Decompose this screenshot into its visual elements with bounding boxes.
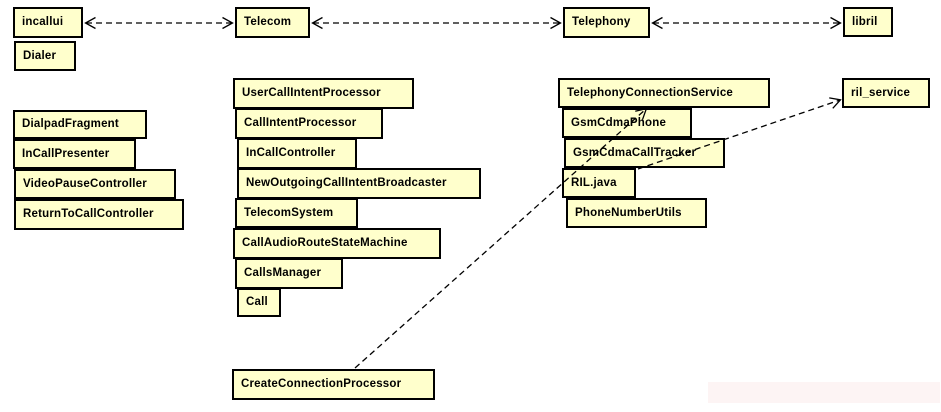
node-user-call-intent-processor[interactable]: UserCallIntentProcessor [233, 78, 414, 109]
node-label: Telecom [244, 16, 292, 28]
node-label: CallsManager [244, 267, 322, 279]
node-label: GsmCdmaPhone [571, 116, 667, 129]
node-gsm-cdma-phone[interactable]: GsmCdmaPhone [562, 108, 692, 138]
node-incallui[interactable]: incallui [13, 7, 83, 38]
node-label: CreateConnectionProcessor [241, 378, 402, 390]
node-calls-manager[interactable]: CallsManager [235, 258, 343, 289]
node-label: Call [246, 296, 268, 308]
node-label: GsmCdmaCallTracker [573, 146, 697, 159]
node-label: DialpadFragment [22, 118, 119, 130]
node-telecom-system[interactable]: TelecomSystem [235, 198, 358, 228]
node-ril-service[interactable]: ril_service [842, 78, 930, 108]
node-create-connection-processor[interactable]: CreateConnectionProcessor [232, 369, 435, 400]
node-label: NewOutgoingCallIntentBroadcaster [246, 177, 447, 189]
node-telephony[interactable]: Telephony [563, 7, 650, 38]
node-label: incallui [22, 16, 64, 28]
node-new-outgoing-call-intent-broadcaster[interactable]: NewOutgoingCallIntentBroadcaster [237, 168, 481, 199]
node-label: InCallPresenter [22, 147, 110, 160]
node-label: UserCallIntentProcessor [242, 87, 381, 99]
node-telecom[interactable]: Telecom [235, 7, 310, 38]
node-label: CallIntentProcessor [244, 117, 357, 129]
node-label: VideoPauseController [23, 177, 147, 190]
node-telephony-connection-service[interactable]: TelephonyConnectionService [558, 78, 770, 108]
node-call[interactable]: Call [237, 288, 281, 317]
node-label: CallAudioRouteStateMachine [242, 237, 408, 249]
watermark-area [708, 382, 940, 403]
node-incall-controller[interactable]: InCallController [237, 138, 357, 169]
node-dialer[interactable]: Dialer [14, 41, 76, 71]
node-label: Telephony [572, 16, 631, 28]
node-label: PhoneNumberUtils [575, 206, 682, 219]
node-label: ReturnToCallController [23, 208, 154, 220]
node-incall-presenter[interactable]: InCallPresenter [13, 139, 136, 169]
node-label: TelephonyConnectionService [567, 86, 734, 99]
node-label: InCallController [246, 147, 336, 159]
node-ril-java[interactable]: RIL.java [562, 168, 636, 198]
node-dialpad-fragment[interactable]: DialpadFragment [13, 110, 147, 139]
node-call-audio-route-state-machine[interactable]: CallAudioRouteStateMachine [233, 228, 441, 259]
node-call-intent-processor[interactable]: CallIntentProcessor [235, 108, 383, 139]
node-phone-number-utils[interactable]: PhoneNumberUtils [566, 198, 707, 228]
node-label: libril [852, 15, 878, 28]
node-label: Dialer [23, 49, 57, 62]
node-video-pause-controller[interactable]: VideoPauseController [14, 169, 176, 199]
node-return-to-call-controller[interactable]: ReturnToCallController [14, 199, 184, 230]
node-label: TelecomSystem [244, 206, 334, 219]
node-libril[interactable]: libril [843, 7, 893, 37]
node-label: ril_service [851, 86, 911, 99]
node-gsm-cdma-call-tracker[interactable]: GsmCdmaCallTracker [564, 138, 725, 168]
node-label: RIL.java [571, 176, 617, 189]
